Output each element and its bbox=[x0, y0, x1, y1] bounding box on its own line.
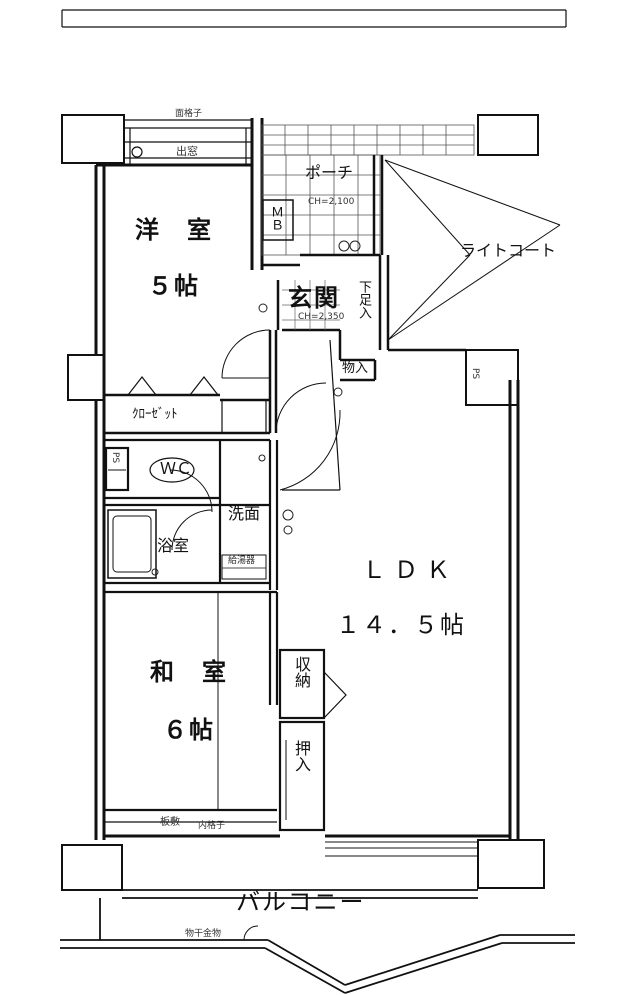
inner-lattice-label: 内格子 bbox=[198, 821, 226, 831]
handrail-top-label: 面格子 bbox=[175, 109, 203, 119]
closet-label: ｸﾛｰｾﾞｯﾄ bbox=[132, 407, 178, 422]
storage-label: 収納 bbox=[292, 656, 311, 688]
japanese-room-size: ６帖 bbox=[163, 716, 215, 744]
mb-label: ＭＢ bbox=[268, 205, 283, 231]
ldk-label: ＬＤＫ bbox=[362, 556, 458, 584]
porch-tiles bbox=[261, 124, 475, 256]
drying-hardware-label: 物干金物 bbox=[185, 929, 222, 939]
bath-walls bbox=[104, 440, 279, 590]
ps-label-ldk: PS bbox=[470, 368, 480, 380]
wc-walls bbox=[104, 438, 270, 583]
entrance-tiles bbox=[282, 280, 340, 330]
light-court-lines bbox=[384, 159, 561, 341]
board-floor-label: 板敷 bbox=[160, 817, 180, 828]
top-border bbox=[61, 9, 567, 28]
closet-markers bbox=[127, 376, 267, 434]
entrance-walls bbox=[262, 155, 466, 382]
ceiling-height-entrance: CH=2,350 bbox=[298, 312, 345, 322]
bay-window bbox=[124, 119, 252, 165]
balcony-outline bbox=[60, 889, 575, 994]
balcony-label: バルコニー bbox=[236, 888, 366, 916]
small-fixtures bbox=[151, 240, 361, 576]
door-swings bbox=[169, 329, 341, 551]
wc-label: ＷＣ bbox=[160, 459, 193, 478]
entrance-label: 玄関 bbox=[288, 284, 340, 312]
water-heater-label: 給湯器 bbox=[228, 556, 256, 566]
ceiling-height-porch: CH=2,100 bbox=[308, 197, 355, 207]
japanese-room-label: 和 室 bbox=[150, 658, 228, 686]
oshiire-label: 押入 bbox=[292, 740, 311, 772]
storage-small-label: 物入 bbox=[342, 361, 369, 376]
western-room-walls bbox=[104, 330, 278, 435]
ps-label-wc: PS bbox=[110, 452, 120, 464]
storage-walls bbox=[278, 648, 347, 832]
bathroom-label: 浴室 bbox=[157, 536, 190, 555]
bay-window-label: 出窓 bbox=[176, 145, 198, 158]
washroom-label: 洗面 bbox=[228, 504, 261, 523]
western-room-label: 洋 室 bbox=[135, 216, 213, 244]
outer-walls bbox=[94, 118, 520, 840]
light-court-label: ライトコート bbox=[460, 241, 557, 260]
japanese-room-walls bbox=[104, 590, 279, 823]
ldk-windows bbox=[282, 339, 478, 857]
columns bbox=[61, 114, 545, 891]
shoe-storage-label: 下足入 bbox=[356, 280, 371, 319]
ldk-size: １４．５帖 bbox=[336, 611, 466, 639]
porch-label: ポーチ bbox=[305, 163, 354, 182]
western-room-size: ５帖 bbox=[148, 272, 200, 300]
mb-box bbox=[262, 199, 294, 241]
